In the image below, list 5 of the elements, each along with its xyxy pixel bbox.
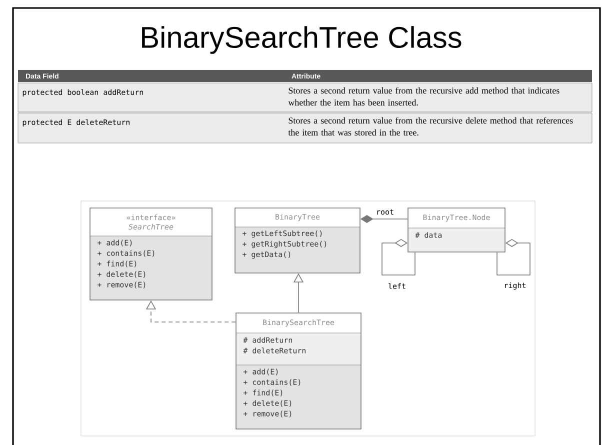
association-line xyxy=(382,239,416,276)
table-cell: Stores a second return value from the recursive add method that indicates whether the item has been inserted. xyxy=(284,83,592,112)
table-cell: Stores a second return value from the recursive delete method that references the item that was stored in the tree. xyxy=(284,113,592,143)
title: BinarySearchTree Class xyxy=(142,26,462,54)
association-line xyxy=(496,239,530,276)
